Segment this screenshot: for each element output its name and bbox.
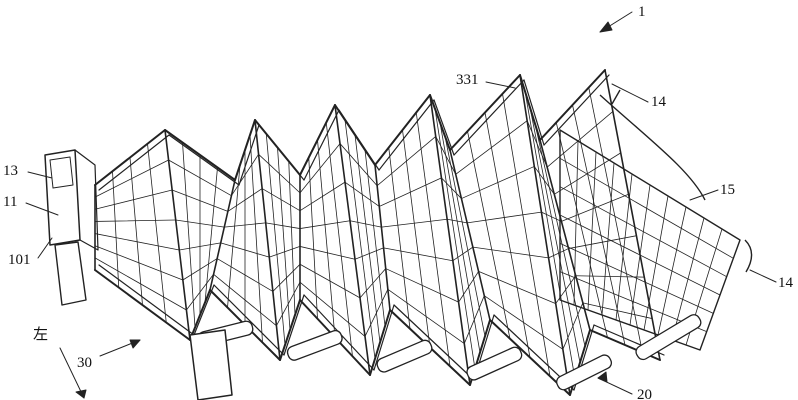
rack-foot-cylinder: [556, 354, 613, 391]
mesh-wire-vertical: [249, 134, 263, 343]
ridge-rail-bottom-inner: [373, 304, 395, 371]
mesh-wire-vertical: [317, 139, 336, 338]
rack-side-wire: [519, 74, 571, 396]
right-panel-wire: [559, 186, 728, 278]
label-direction-left: 左: [33, 327, 49, 343]
label-20: 20: [637, 387, 652, 400]
label-11: 11: [3, 194, 18, 210]
ridge-rail-bottom-inner: [393, 304, 475, 381]
label-331: 331: [456, 72, 479, 88]
ridge-rail-top-inner: [168, 134, 240, 186]
rack-side-wire: [429, 94, 471, 386]
front-bracket: [189, 329, 233, 400]
rack-side-wire: [539, 139, 591, 331]
mesh-wire-vertical: [529, 107, 581, 363]
ridge-rail-top-inner: [338, 109, 380, 171]
rack-side-wire: [449, 149, 491, 321]
mesh-wire-vertical: [388, 147, 411, 330]
rack-side-wire: [209, 179, 236, 291]
arrowhead-20: [597, 371, 608, 383]
hook-right: [744, 239, 753, 273]
rack-side-wire: [374, 164, 391, 311]
mesh-wire-vertical: [204, 167, 218, 303]
mesh-wire-vertical: [354, 134, 381, 343]
mesh-wire-vertical: [129, 157, 143, 306]
ridge-rail-top-inner: [258, 124, 305, 181]
label-14-right: 14: [778, 275, 793, 291]
mesh-wire-vertical: [227, 164, 241, 308]
arrowhead-fig: [599, 21, 613, 33]
label-fig-number: 1: [638, 4, 646, 20]
rack-foot-cylinder: [286, 329, 343, 361]
callout-leader-line: [25, 202, 59, 216]
right-panel-wire: [559, 157, 734, 259]
ridge-rail-top-inner: [523, 79, 545, 146]
mesh-wire-vertical: [439, 122, 481, 353]
arrowhead-30: [129, 339, 141, 349]
ridge-rail-top-inner: [98, 134, 170, 191]
mesh-wire-vertical: [524, 90, 576, 380]
ridge-rail-top-inner: [433, 99, 455, 156]
mesh-wire-vertical: [467, 130, 511, 340]
label-101: 101: [8, 252, 31, 268]
rack-side-wire: [164, 129, 191, 341]
mesh-wire-vertical: [325, 122, 353, 357]
hook-top: [611, 89, 621, 105]
arrowhead-left: [75, 389, 87, 399]
ridge-rail-bottom-inner: [193, 284, 215, 336]
mesh-wire-vertical: [147, 143, 167, 323]
rack-side-wire: [254, 119, 281, 361]
ridge-rail-top-inner: [543, 74, 610, 146]
label-14-top: 14: [651, 94, 666, 110]
mesh-wire-vertical: [484, 112, 531, 358]
label-13: 13: [3, 163, 18, 179]
mesh-wire-vertical: [402, 129, 431, 348]
mesh-wire-vertical: [308, 157, 318, 320]
mesh-wire-vertical: [277, 147, 291, 331]
mesh-wire-vertical: [182, 142, 196, 328]
ridge-rail-top-inner: [453, 79, 525, 156]
mesh-wire-vertical: [434, 108, 476, 370]
mesh-wire-vertical: [344, 119, 376, 360]
callout-leader-line: [27, 171, 53, 179]
mesh-wire-vertical: [364, 149, 386, 327]
callout-leader-line: [37, 237, 53, 259]
mesh-wire-vertical: [502, 93, 551, 377]
rack-foot-cylinder: [635, 314, 702, 361]
mesh-wire-vertical: [112, 170, 120, 288]
ridge-rail-top-inner: [238, 124, 260, 186]
mesh-wire-vertical: [415, 112, 451, 367]
callout-leader-line: [749, 269, 777, 283]
mesh-wire-vertical: [572, 104, 626, 346]
ridge-rail-bottom-inner: [98, 264, 195, 336]
mesh-wire-vertical: [588, 87, 643, 353]
callout-leader-line: [59, 347, 85, 399]
right-panel-wire: [559, 242, 714, 314]
label-30: 30: [77, 355, 92, 371]
mesh-wire-vertical: [444, 135, 486, 337]
left-bracket-side: [74, 149, 99, 251]
ridge-rail-bottom-inner: [283, 294, 305, 356]
left-bracket-slot: [49, 156, 74, 189]
right-panel-wire: [559, 214, 721, 296]
mesh-wire-vertical: [288, 160, 296, 316]
mesh-wire-vertical: [555, 122, 608, 338]
callout-leader-line: [689, 189, 719, 201]
ridge-rail-top-inner: [303, 109, 340, 181]
rack-foot-cylinder: [466, 346, 523, 381]
callout-leader-line: [485, 81, 516, 89]
callout-leader-line: [611, 83, 649, 103]
rack-foot-cylinder: [376, 339, 433, 373]
label-15: 15: [720, 182, 735, 198]
left-bracket-lower: [54, 241, 87, 306]
rack-side-wire: [604, 69, 661, 361]
ridge-rail-top-inner: [378, 99, 435, 171]
mesh-wire-vertical: [265, 133, 286, 346]
ridge-rail-bottom-inner: [213, 284, 285, 356]
rack-side-wire: [334, 104, 371, 376]
panel-top-rail: [599, 94, 706, 201]
